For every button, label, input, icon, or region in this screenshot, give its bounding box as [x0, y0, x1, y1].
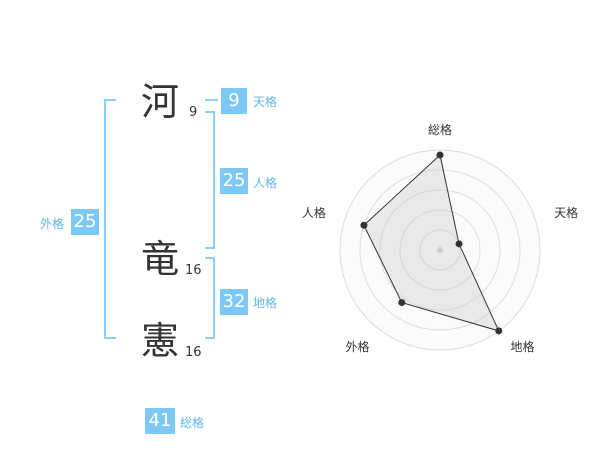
name-char-2: 竜 [141, 237, 180, 281]
radar-axis-label-5: 人格 [302, 205, 326, 220]
gaikaku-label: 外格 [40, 217, 65, 231]
radar-axis-label-1: 総格 [428, 122, 452, 137]
name-char-3: 憲 [141, 319, 180, 363]
radar-series-area [363, 154, 500, 332]
radar-point-4 [398, 299, 406, 307]
name-char-1: 河 [141, 80, 180, 124]
soukaku-badge: 41 [145, 408, 175, 434]
radar-point-2 [455, 240, 463, 248]
radar-axis-label-4: 外格 [345, 339, 369, 354]
gaikaku-bracket [104, 99, 116, 339]
radar-point-5 [360, 221, 368, 229]
radar-center-point [437, 247, 443, 253]
tenkaku-label: 天格 [253, 95, 278, 109]
chikaku-badge: 32 [220, 289, 248, 315]
jinkaku-label: 人格 [253, 176, 278, 190]
name-char-2-strokes: 16 [185, 263, 202, 278]
radar-axis-label-3: 地格 [511, 339, 535, 354]
radar-point-1 [436, 151, 444, 159]
radar-ring [399, 209, 481, 291]
tenkaku-badge: 9 [221, 88, 247, 114]
radar-ring [419, 229, 461, 271]
gaikaku-badge: 25 [71, 209, 99, 235]
radar-axis-label-2: 天格 [554, 205, 578, 220]
radar-ring [359, 169, 521, 331]
chikaku-label: 地格 [253, 296, 278, 310]
radar-point-3 [495, 327, 503, 335]
jinkaku-badge: 25 [220, 168, 248, 194]
name-char-3-strokes: 16 [185, 345, 202, 360]
name-char-1-strokes: 9 [189, 105, 198, 120]
soukaku-label: 総格 [180, 416, 205, 430]
jinkaku-bracket [205, 111, 215, 249]
radar-ring [379, 189, 501, 311]
chikaku-bracket [205, 257, 215, 339]
